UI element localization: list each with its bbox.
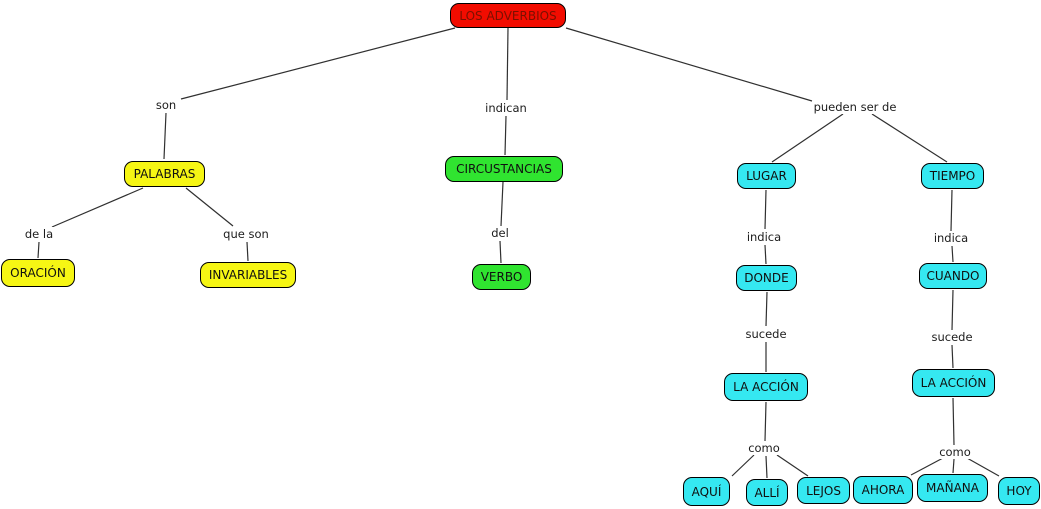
node-donde[interactable]: DONDE [736,265,797,291]
link-label-que-son[interactable]: que son [222,227,270,241]
link-label-sucede-lugar[interactable]: sucede [744,327,788,341]
edge-sucede-laaccion2 [951,344,954,369]
node-invariables[interactable]: INVARIABLES [200,262,296,288]
node-manana[interactable]: MAÑANA [917,474,988,502]
link-label-indica-lugar[interactable]: indica [745,230,783,244]
edge-palabras-dela [51,187,144,228]
edge-como-aqui [731,454,755,477]
edge-como-alli [765,455,768,479]
node-aqui[interactable]: AQUÍ [683,477,730,506]
link-label-indica-tiempo[interactable]: indica [932,231,970,245]
link-label-como-lugar[interactable]: como [747,441,781,455]
edge-indica-donde [764,244,767,265]
node-cuando[interactable]: CUANDO [919,263,987,289]
edge-como-ahora [910,457,944,476]
link-label-como-tiempo[interactable]: como [938,445,972,459]
edge-root-puedenserde [565,27,813,102]
edge-dela-oracion [37,241,40,259]
node-la-accion-tiempo[interactable]: LA ACCIÓN [912,369,995,397]
node-tiempo[interactable]: TIEMPO [921,163,984,189]
node-circustancias[interactable]: CIRCUSTANCIAS [445,156,563,182]
edge-indican-circustancias [504,115,507,156]
edge-puedenserde-lugar [771,113,844,163]
node-la-accion-lugar[interactable]: LA ACCIÓN [724,373,808,401]
node-hoy[interactable]: HOY [998,477,1040,505]
link-label-de-la[interactable]: de la [23,227,55,241]
node-oracion[interactable]: ORACIÓN [1,259,75,287]
link-label-del[interactable]: del [490,226,510,240]
edge-como-lejos [776,454,809,477]
node-lejos[interactable]: LEJOS [797,477,850,504]
edge-laaccion2-como [952,397,955,446]
edge-tiempo-indica [950,189,953,232]
link-label-son[interactable]: son [154,98,178,112]
edge-del-verbo [499,240,502,264]
edge-root-son [180,27,456,100]
edge-circustancias-del [500,181,504,227]
node-ahora[interactable]: AHORA [853,476,913,504]
edge-puedenserde-tiempo [871,113,948,163]
edge-palabras-queson [185,187,234,227]
edge-root-indican [506,27,509,101]
node-palabras[interactable]: PALABRAS [124,161,205,187]
link-label-indican[interactable]: indican [484,101,528,115]
edge-laaccion1-como [764,401,767,442]
node-alli[interactable]: ALLÍ [746,479,788,506]
edge-cuando-sucede [951,289,954,331]
edge-como-hoy [966,457,1000,477]
link-label-sucede-tiempo[interactable]: sucede [930,330,974,344]
edge-donde-sucede [765,291,768,327]
link-label-pueden-ser-de[interactable]: pueden ser de [812,100,898,114]
node-los-adverbios[interactable]: LOS ADVERBIOS [450,3,566,28]
edge-son-palabras [163,112,167,160]
edge-indica-cuando [951,245,954,263]
node-verbo[interactable]: VERBO [472,264,531,290]
edge-como-manana [952,458,955,474]
node-lugar[interactable]: LUGAR [737,163,796,189]
edge-queson-invariables [246,241,249,262]
edge-lugar-indica [764,189,767,230]
